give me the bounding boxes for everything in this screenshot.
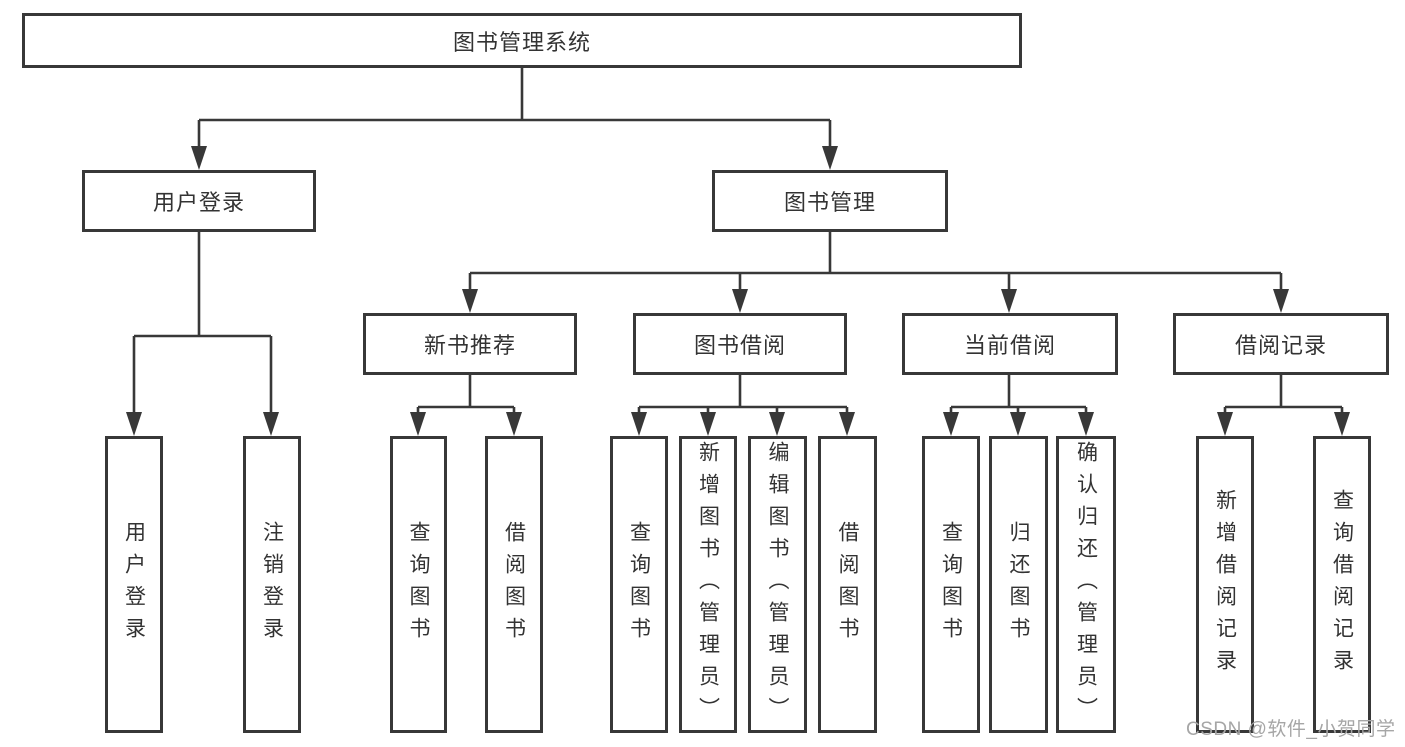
leaf-current-return-book-label: 归还图书 (1007, 520, 1030, 649)
leaf-record-query-borrow-record: 查询借阅记录 (1313, 436, 1371, 733)
node-root-label: 图书管理系统 (452, 29, 591, 55)
node-borrow-record: 借阅记录 (1173, 313, 1389, 375)
leaf-borrow-edit-book-admin: 编辑图书（管理员） (748, 436, 807, 733)
leaf-borrow-query-book-label: 查询图书 (627, 520, 651, 649)
leaf-recommend-query-book-label: 查询图书 (407, 520, 430, 649)
leaf-borrow-add-book-admin-label: 新增图书（管理员） (696, 440, 720, 729)
leaf-logout: 注销登录 (243, 436, 301, 733)
leaf-borrow-add-book-admin: 新增图书（管理员） (679, 436, 737, 733)
node-new-book-recommend: 新书推荐 (363, 313, 577, 375)
node-user-login: 用户登录 (82, 170, 316, 232)
node-new-book-recommend-label: 新书推荐 (423, 333, 516, 358)
leaf-borrow-query-book: 查询图书 (610, 436, 668, 733)
node-root: 图书管理系统 (22, 13, 1022, 68)
leaf-recommend-query-book: 查询图书 (390, 436, 447, 733)
node-book-management-label: 图书管理 (783, 190, 876, 215)
leaf-user-login: 用户登录 (105, 436, 163, 733)
leaf-current-confirm-return-admin-label: 确认归还（管理员） (1074, 440, 1098, 729)
node-borrow-record-label: 借阅记录 (1234, 333, 1327, 358)
leaf-record-add-borrow-record: 新增借阅记录 (1196, 436, 1254, 733)
node-book-borrow-label: 图书借阅 (693, 333, 786, 358)
node-user-login-label: 用户登录 (152, 190, 245, 215)
node-current-borrow: 当前借阅 (902, 313, 1118, 375)
leaf-borrow-borrow-book-label: 借阅图书 (836, 520, 859, 649)
csdn-watermark: CSDN @软件_小贺同学 (1186, 719, 1396, 740)
leaf-recommend-borrow-book: 借阅图书 (485, 436, 543, 733)
node-book-borrow: 图书借阅 (633, 313, 847, 375)
leaf-current-query-book-label: 查询图书 (939, 520, 963, 649)
leaf-current-confirm-return-admin: 确认归还（管理员） (1056, 436, 1116, 733)
leaf-logout-label: 注销登录 (260, 520, 284, 649)
leaf-current-query-book: 查询图书 (922, 436, 980, 733)
leaf-user-login-label: 用户登录 (122, 520, 146, 649)
leaf-borrow-edit-book-admin-label: 编辑图书（管理员） (766, 440, 789, 729)
leaf-current-return-book: 归还图书 (989, 436, 1048, 733)
node-book-management: 图书管理 (712, 170, 948, 232)
leaf-recommend-borrow-book-label: 借阅图书 (502, 520, 526, 649)
node-current-borrow-label: 当前借阅 (963, 333, 1056, 358)
leaf-borrow-borrow-book: 借阅图书 (818, 436, 877, 733)
leaf-record-query-borrow-record-label: 查询借阅记录 (1330, 488, 1354, 681)
leaf-record-add-borrow-record-label: 新增借阅记录 (1213, 488, 1237, 681)
